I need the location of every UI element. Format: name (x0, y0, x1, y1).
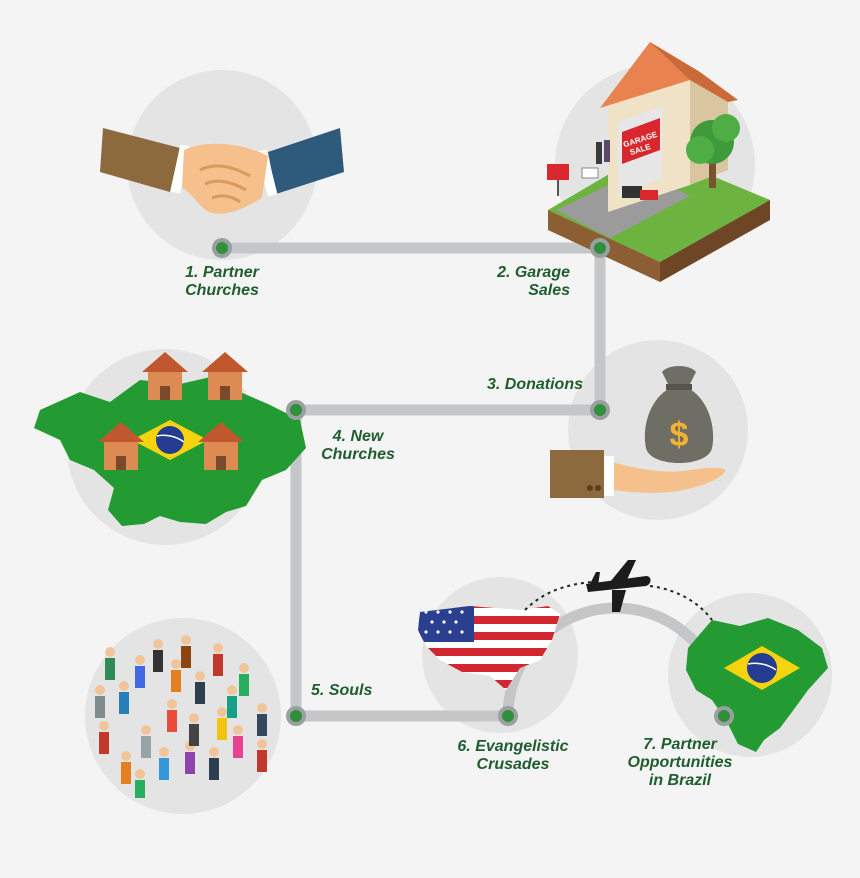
dollar-symbol: $ (670, 416, 689, 454)
step-3-node (590, 400, 610, 420)
garage-sale-house-icon: GARAGE SALE (547, 42, 770, 282)
step-6-label: 6. Evangelistic Crusades (457, 738, 569, 773)
garage-sign: GARAGE SALE (622, 118, 660, 164)
brazil-flag-map-icon (686, 618, 828, 752)
brazil-churches-map-icon (34, 352, 306, 526)
flight-path (524, 581, 713, 621)
small-garage-sign (547, 164, 569, 196)
step-7-node (714, 706, 734, 726)
handshake-icon (100, 128, 344, 214)
step-7-label: 7. Partner Opportunities in Brazil (627, 736, 733, 789)
money-bag-hand-icon: $ (550, 366, 726, 498)
step-nodes (212, 238, 734, 726)
step-4-node (286, 400, 306, 420)
step-1-label: 1. Partner Churches (185, 264, 259, 299)
step-6-node (498, 706, 518, 726)
step-5-label: 5. Souls (311, 682, 373, 699)
step-1-node (212, 238, 232, 258)
crowd-icon (95, 635, 267, 798)
airplane-icon (586, 560, 651, 612)
step-2-label: 2. Garage Sales (497, 264, 570, 299)
step-5-circle (85, 618, 281, 814)
step-2-node (590, 238, 610, 258)
step-3-label: 3. Donations (486, 376, 583, 393)
step-4-label: 4. New Churches (321, 428, 395, 463)
step-5-node (286, 706, 306, 726)
